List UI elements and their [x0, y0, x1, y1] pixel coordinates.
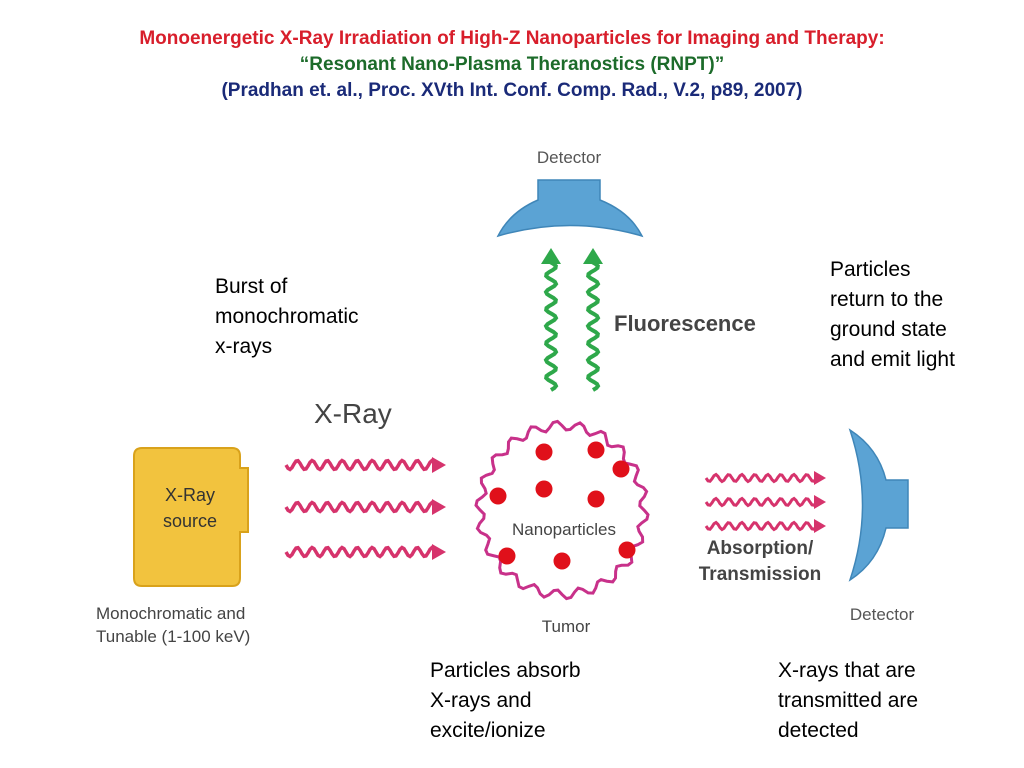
tumor-label: Tumor — [542, 617, 591, 636]
tumor-blob — [474, 419, 650, 601]
xray-source-label-line2: source — [163, 511, 217, 531]
nanoparticles — [489, 441, 636, 570]
nanoparticle — [553, 552, 571, 570]
nanoparticle — [498, 547, 516, 565]
note-burst: Burst of monochromatic x-rays — [215, 275, 359, 358]
top-detector-label: Detector — [537, 148, 602, 167]
mono-label-line2: Tunable (1-100 keV) — [96, 627, 250, 646]
nanoparticle — [587, 441, 605, 459]
mono-label-line1: Monochromatic and — [96, 604, 245, 623]
xray-source-label-line1: X-Ray — [165, 485, 215, 505]
nanoparticle — [489, 487, 507, 505]
fluorescence-wave-right — [585, 260, 601, 392]
nanoparticle — [535, 480, 553, 498]
fluorescence-waves — [543, 260, 601, 392]
fluorescence-arrowhead-right — [583, 248, 603, 264]
xray-wave-2 — [284, 500, 435, 514]
xray-wave-3 — [284, 545, 435, 559]
xray-arrowhead-2 — [432, 499, 446, 515]
nanoparticle — [587, 490, 605, 508]
xray-arrowhead-1 — [432, 457, 446, 473]
note-particles-absorb: Particles absorb X-rays and excite/ioniz… — [430, 659, 581, 742]
title-line-main: Monoenergetic X-Ray Irradiation of High-… — [139, 28, 885, 49]
absorption-label-line1: Absorption/ — [707, 538, 814, 559]
xray-label: X-Ray — [314, 398, 392, 429]
right-detector-label: Detector — [850, 605, 915, 624]
transmitted-arrowhead-3 — [814, 519, 826, 533]
fluorescence-arrowhead-left — [541, 248, 561, 264]
right-detector-shape — [848, 428, 909, 582]
nanoparticle — [618, 541, 636, 559]
transmitted-wave-3 — [704, 520, 818, 532]
nanoparticles-label: Nanoparticles — [512, 520, 616, 539]
top-detector-shape — [496, 179, 644, 238]
fluorescence-label: Fluorescence — [614, 311, 756, 336]
absorption-label-line2: Transmission — [699, 564, 822, 585]
transmitted-arrowhead-2 — [814, 495, 826, 509]
xray-wave-1 — [284, 458, 435, 472]
title-block: Monoenergetic X-Ray Irradiation of High-… — [0, 26, 1024, 104]
nanoparticle — [612, 460, 630, 478]
fluorescence-wave-left — [543, 260, 559, 392]
nanoparticle — [535, 443, 553, 461]
title-line-citation: (Pradhan et. al., Proc. XVth Int. Conf. … — [221, 80, 803, 101]
transmitted-waves — [704, 472, 818, 532]
title-line-rnpt: “Resonant Nano-Plasma Theranostics (RNPT… — [299, 54, 725, 75]
transmitted-wave-1 — [704, 472, 818, 484]
xray-arrowhead-3 — [432, 544, 446, 560]
note-xrays-transmitted: X-rays that are transmitted are detected — [778, 659, 919, 742]
transmitted-wave-2 — [704, 496, 818, 508]
transmitted-arrowhead-1 — [814, 471, 826, 485]
note-particles-return: Particles return to the ground state and… — [830, 258, 955, 371]
xray-source-box — [133, 447, 249, 587]
xray-waves — [284, 458, 435, 559]
